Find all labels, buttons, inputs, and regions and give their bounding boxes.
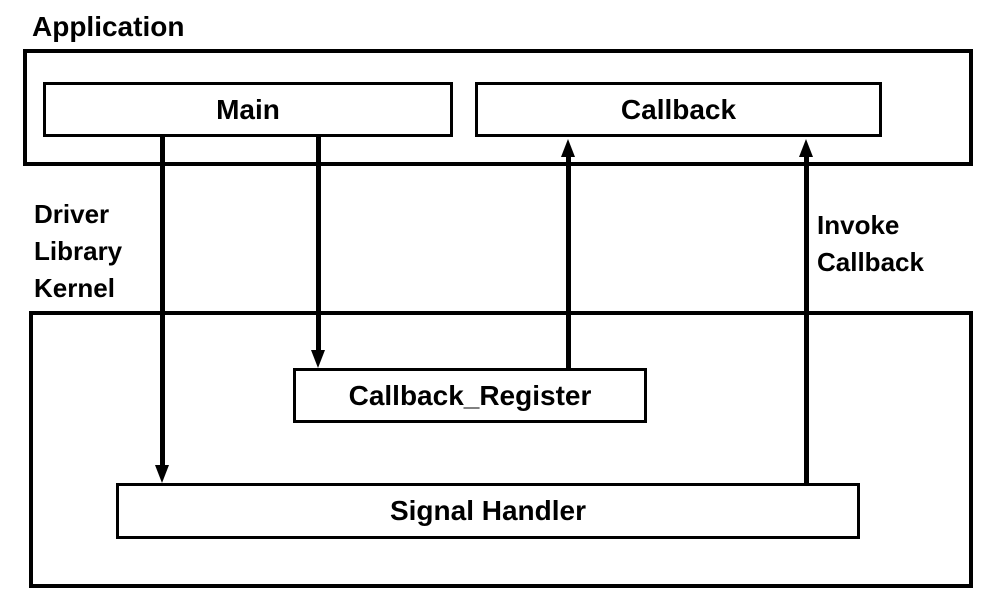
signal-handler-box-label: Signal Handler xyxy=(389,495,587,526)
callback-register-box: Callback_Register xyxy=(293,368,647,423)
arrow-shaft xyxy=(803,153,809,483)
layer-label-line-driver: Driver xyxy=(34,199,110,229)
arrow-shaft xyxy=(159,137,165,469)
kernel-box xyxy=(29,311,973,588)
arrow-main-to-callback-register xyxy=(311,137,325,368)
main-box: Main xyxy=(43,82,453,137)
callback-box: Callback xyxy=(475,82,882,137)
arrow-shaft xyxy=(565,153,571,368)
callback-box-label: Callback xyxy=(620,93,737,125)
arrow-shaft xyxy=(315,137,321,354)
invoke-callback-label-line-1: Invoke xyxy=(817,210,900,240)
arrow-callback-register-to-callback xyxy=(561,139,575,368)
arrow-down-head-icon xyxy=(155,465,169,483)
arrow-up-head-icon xyxy=(561,139,575,157)
callback-register-box-label: Callback_Register xyxy=(348,379,592,411)
arrow-down-head-icon xyxy=(311,350,325,368)
invoke-callback-label: Invoke Callback xyxy=(817,207,924,281)
application-label: Application xyxy=(32,11,185,42)
main-box-label: Main xyxy=(216,93,280,125)
application-box xyxy=(23,49,973,166)
layer-label-line-kernel: Kernel xyxy=(34,273,115,303)
layer-label-line-library: Library xyxy=(34,236,123,266)
signal-handler-box: Signal Handler xyxy=(116,483,860,539)
layer-label: Driver Library Kernel xyxy=(34,196,122,307)
arrow-main-to-signal-handler xyxy=(155,137,169,483)
arrow-signal-handler-to-callback xyxy=(799,139,813,483)
arrow-up-head-icon xyxy=(799,139,813,157)
invoke-callback-label-line-2: Callback xyxy=(817,247,924,277)
